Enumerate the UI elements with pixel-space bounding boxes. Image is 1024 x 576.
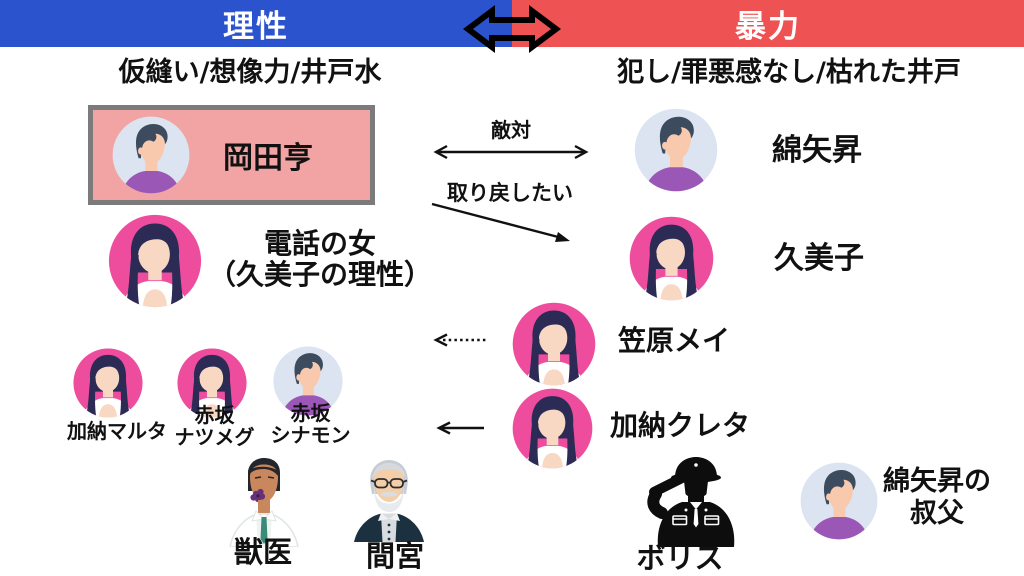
- banner-reason: 理性: [0, 0, 512, 47]
- veterinarian-figure: [228, 457, 300, 547]
- akasaka-nutmeg-name-line1: 赤坂: [194, 403, 235, 427]
- relation-take-back-label: 取り戻したい: [447, 181, 573, 205]
- banner-violence-label: 暴力: [735, 9, 801, 45]
- veterinarian-name: 獣医: [233, 535, 292, 569]
- phone-woman-name: 電話の女 （久美子の理性）: [195, 228, 445, 291]
- banner-violence: 暴力: [512, 0, 1024, 47]
- kumiko-name: 久美子: [774, 241, 864, 276]
- kumiko-avatar: [628, 215, 715, 302]
- boris-figure: [638, 452, 748, 547]
- okada-toru-name: 岡田亨: [223, 141, 313, 176]
- boris-name: ボリス: [636, 541, 724, 575]
- hostility-arrow: [433, 144, 589, 160]
- akasaka-cinnamon-name-line1: 赤坂: [290, 401, 331, 425]
- akasaka-cinnamon-name-line2: シナモン: [270, 423, 351, 448]
- wataya-noboru-avatar: [633, 107, 719, 193]
- kasahara-may-name: 笠原メイ: [618, 324, 731, 357]
- wataya-uncle-name-line2: 叔父: [910, 498, 964, 530]
- phone-woman-name-line1: 電話の女: [263, 227, 376, 260]
- mamiya-figure: [352, 458, 426, 542]
- double-arrow-icon: [463, 5, 561, 53]
- subtitle-reason-side: 仮縫い/想像力/井戸水: [118, 57, 382, 88]
- kano-creta-name: 加納クレタ: [610, 409, 751, 442]
- banner-reason-label: 理性: [223, 9, 289, 45]
- kano-malta-avatar: [72, 347, 144, 419]
- phone-woman-avatar: [107, 213, 203, 309]
- okada-toru-avatar: [111, 115, 191, 195]
- akasaka-nutmeg-name: 赤坂 ナツメグ: [166, 404, 263, 449]
- wataya-noboru-name: 綿矢昇: [772, 133, 862, 168]
- akasaka-cinnamon-name: 赤坂 シナモン: [262, 402, 359, 447]
- kasahara-dotted-arrow: [433, 333, 487, 347]
- mamiya-name: 間宮: [365, 539, 424, 573]
- subtitle-violence-side: 犯し/罪悪感なし/枯れた井戸: [617, 57, 961, 88]
- take-back-arrow: [431, 202, 570, 242]
- kasahara-may-avatar: [511, 301, 597, 387]
- okada-toru-card: 岡田亨: [88, 105, 375, 205]
- akasaka-nutmeg-name-line2: ナツメグ: [174, 425, 255, 450]
- wataya-uncle-name: 綿矢昇の 叔父: [857, 466, 1017, 531]
- kano-creta-avatar: [511, 387, 594, 470]
- creta-solid-arrow: [436, 421, 484, 435]
- relation-hostility-label: 敵対: [491, 118, 531, 142]
- kano-malta-name: 加納マルタ: [67, 419, 167, 443]
- phone-woman-name-line2: （久美子の理性）: [207, 258, 432, 292]
- wataya-uncle-name-line1: 綿矢昇の: [883, 466, 991, 497]
